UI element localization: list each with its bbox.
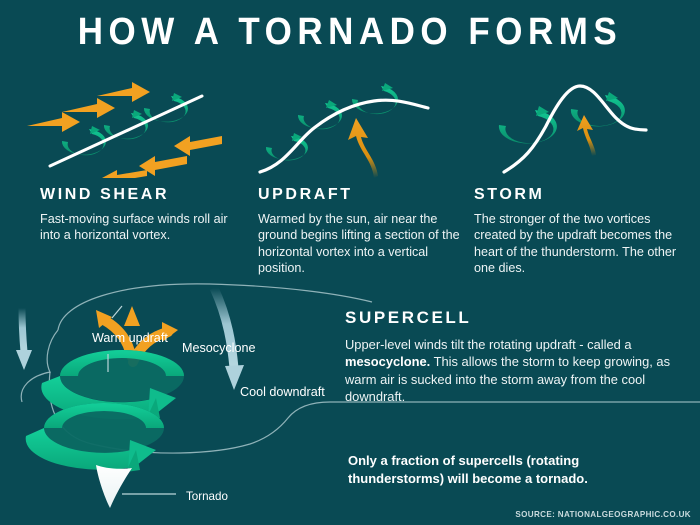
updraft-illustration bbox=[252, 78, 452, 183]
step-storm: STORM The stronger of the two vortices c… bbox=[474, 186, 689, 277]
vortex-rings bbox=[265, 83, 398, 161]
updraft-arrow bbox=[348, 118, 378, 178]
supercell-heading: SUPERCELL bbox=[345, 308, 472, 327]
vortex-rings bbox=[498, 92, 625, 144]
step-body: Fast-moving surface winds roll air into … bbox=[40, 212, 228, 243]
source-credit: SOURCE: NATIONALGEOGRAPHIC.CO.UK bbox=[515, 510, 691, 519]
mesocyclone-spiral bbox=[25, 350, 184, 472]
supercell-body-bold: mesocyclone. bbox=[345, 354, 431, 370]
storm-illustration bbox=[466, 78, 681, 183]
step-body: Warmed by the sun, air near the ground b… bbox=[258, 212, 460, 276]
warm-updraft-leader-line bbox=[111, 305, 123, 319]
tornado-funnel bbox=[96, 465, 132, 508]
supercell-text-block: SUPERCELL Upper-level winds tilt the rot… bbox=[345, 308, 677, 406]
label-tornado: Tornado bbox=[186, 490, 228, 503]
vortex-rings bbox=[61, 93, 188, 156]
vortex-axis-curve bbox=[258, 98, 430, 174]
step-body: The stronger of the two vortices created… bbox=[474, 212, 677, 276]
wind-arrow-group-bottom bbox=[102, 136, 222, 186]
updraft-arrow bbox=[577, 115, 596, 156]
bottom-callout: Only a fraction of supercells (rotating … bbox=[348, 453, 588, 486]
label-warm-updraft: Warm updraft bbox=[92, 331, 168, 345]
step-heading: UPDRAFT bbox=[258, 186, 353, 203]
page-title: HOW A TORNADO FORMS bbox=[77, 11, 623, 53]
vortex-axis-arch bbox=[502, 84, 648, 174]
step-wind-shear: WIND SHEAR Fast-moving surface winds rol… bbox=[40, 186, 235, 244]
cool-downdraft-arrows bbox=[16, 286, 244, 390]
step-heading: STORM bbox=[474, 186, 545, 203]
supercell-diagram bbox=[16, 286, 244, 508]
vortex-axis-line bbox=[48, 94, 204, 168]
wind-arrow-group-top bbox=[27, 82, 150, 132]
step-heading: WIND SHEAR bbox=[40, 186, 170, 203]
supercell-body-part-2: This allows the storm to keep growing, a… bbox=[345, 354, 671, 405]
supercell-body-part-1: Upper-level winds tilt the rotating updr… bbox=[345, 337, 632, 352]
supercell-body: Upper-level winds tilt the rotating updr… bbox=[345, 336, 677, 406]
label-cool-downdraft: Cool downdraft bbox=[240, 385, 325, 399]
wind-shear-illustration bbox=[22, 78, 230, 186]
label-mesocyclone: Mesocyclone bbox=[182, 341, 256, 355]
step-updraft: UPDRAFT Warmed by the sun, air near the … bbox=[258, 186, 463, 277]
